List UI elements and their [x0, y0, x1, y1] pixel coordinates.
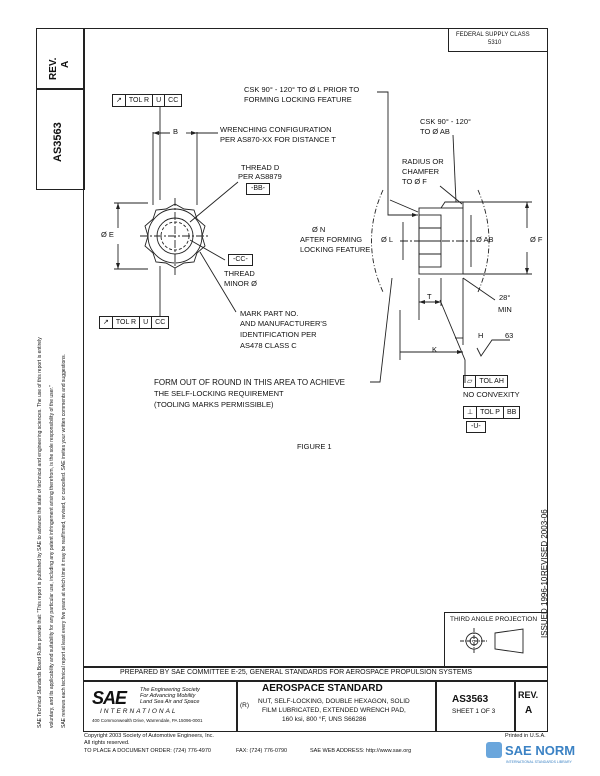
- web-address: SAE WEB ADDRESS: http://www.sae.org: [310, 748, 412, 754]
- figure-caption: FIGURE 1: [297, 442, 332, 451]
- fcf-tol: TOL R: [113, 317, 141, 328]
- radius-note-2: CHAMFER: [402, 167, 440, 176]
- supply-class-box: [448, 28, 548, 52]
- wrench-note-2: PER AS870-XX FOR DISTANCE T: [220, 135, 337, 144]
- aerospace-standard: AEROSPACE STANDARD: [262, 683, 383, 694]
- mark-note-3: IDENTIFICATION PER: [240, 330, 317, 339]
- rev-cell: [514, 680, 548, 732]
- side-number-box: [36, 88, 85, 190]
- form-note-1: FORM OUT OF ROUND IN THIS AREA TO ACHIEV…: [154, 378, 345, 387]
- fcf-datum-u: U: [140, 317, 153, 328]
- datum-u: -U-: [466, 421, 486, 433]
- mark-note-4: AS478 CLASS C: [240, 341, 297, 350]
- doc-number: AS3563: [452, 694, 489, 705]
- datum-bb: -BB-: [246, 183, 270, 195]
- csk-ab-2: TO Ø AB: [420, 127, 450, 136]
- csk-note-1: CSK 90° - 120° TO Ø L PRIOR TO: [244, 85, 360, 94]
- dim-k: K: [432, 345, 438, 354]
- revised-stamp: REVISED 2003-06: [540, 509, 549, 576]
- fcf-runout-top: ↗ TOL R U CC: [112, 94, 183, 107]
- sae-norm-logo-icon: [486, 742, 502, 758]
- fcf-symbol: ↗: [100, 317, 113, 328]
- sae-norm-watermark: SAE NORM: [486, 742, 575, 758]
- surface-finish: 63: [505, 331, 514, 340]
- title-line-2: FILM LUBRICATED, EXTENDED WRENCH PAD,: [262, 707, 406, 714]
- angle-value: 28°: [499, 293, 511, 302]
- fcf-tol: TOL R: [126, 95, 154, 106]
- drawing-frame: [83, 28, 548, 668]
- fax: FAX: (724) 776-0790: [236, 748, 288, 754]
- fcf-tol-ah: TOL AH: [479, 378, 504, 385]
- sae-norm-subtext: INTERNATIONAL STANDARDS LIBRARY: [506, 760, 572, 764]
- thread-d-1: THREAD D: [241, 163, 280, 172]
- wrench-note-1: WRENCHING CONFIGURATION: [220, 125, 332, 134]
- sae-norm-text: SAE NORM: [505, 742, 576, 758]
- dim-f: Ø F: [530, 235, 543, 244]
- sae-logo: SAE: [92, 688, 127, 708]
- supply-class-value: 5310: [488, 40, 502, 46]
- supply-class-label: FEDERAL SUPPLY CLASS: [456, 32, 530, 38]
- no-convexity: NO CONVEXITY: [463, 390, 520, 399]
- dim-n-2: AFTER FORMING: [300, 235, 363, 244]
- fcf-flatness: ▱ TOL AH: [463, 375, 508, 388]
- side-rev-box: [36, 28, 85, 90]
- fcf-tol-p: TOL P: [477, 407, 504, 418]
- sae-address: 400 Commonwealth Drive, Warrendale, PA 1…: [92, 718, 203, 723]
- fcf-datum-u: U: [153, 95, 166, 106]
- dim-l: Ø L: [381, 235, 394, 244]
- order-phone: TO PLACE A DOCUMENT ORDER: (724) 776-497…: [84, 748, 211, 754]
- fcf-perpendicularity: ⊥ TOL P BB: [463, 406, 521, 419]
- printed-in: Printed in U.S.A.: [505, 733, 546, 739]
- sae-logo-cell: [83, 680, 238, 732]
- fcf-datum-cc: CC: [168, 97, 179, 104]
- thread-d-2: PER AS8879: [238, 172, 282, 181]
- angle-min: MIN: [498, 305, 512, 314]
- form-note-3: (TOOLING MARKS PERMISSIBLE): [154, 400, 274, 409]
- dim-h: H: [478, 331, 484, 340]
- title-line-1: NUT, SELF-LOCKING, DOUBLE HEXAGON, SOLID: [258, 698, 410, 705]
- dim-n-3: LOCKING FEATURE: [300, 245, 371, 254]
- dim-ab: Ø AB: [476, 235, 494, 244]
- dim-e: Ø E: [101, 230, 114, 239]
- sae-tagline-1: The Engineering Society: [140, 687, 200, 693]
- csk-ab-1: CSK 90° - 120°: [420, 117, 472, 126]
- flatness-icon: ▱: [464, 376, 477, 387]
- mark-note-1: MARK PART NO.: [240, 309, 299, 318]
- dim-b: B: [173, 127, 179, 136]
- csk-note-2: FORMING LOCKING FEATURE: [244, 95, 352, 104]
- copyright: Copyright 2003 Society of Automotive Eng…: [84, 733, 214, 739]
- sae-international: INTERNATIONAL: [100, 708, 178, 715]
- datum-cc: -CC-: [228, 254, 253, 266]
- rights: All rights reserved.: [84, 740, 130, 746]
- fcf-symbol: ↗: [113, 95, 126, 106]
- fcf-datum-bb: BB: [506, 409, 517, 416]
- projection-cone: [494, 628, 524, 654]
- radius-note-3: TO Ø F: [402, 177, 427, 186]
- sheet-number: SHEET 1 OF 3: [452, 708, 496, 715]
- mark-note-2: AND MANUFACTURER'S: [240, 319, 327, 328]
- projection-box: [444, 612, 548, 668]
- thread-minor-1: THREAD: [224, 269, 255, 278]
- rev-label: REV.: [518, 690, 539, 700]
- perpendicular-icon: ⊥: [464, 407, 478, 418]
- fcf-runout-bottom: ↗ TOL R U CC: [99, 316, 170, 329]
- fcf-datum-cc: CC: [155, 319, 166, 326]
- revised-mark: (R): [240, 702, 250, 709]
- projection-label: THIRD ANGLE PROJECTION: [450, 616, 538, 623]
- sae-tagline-2: For Advancing Mobility: [140, 693, 196, 699]
- sae-tagline-3: Land Sea Air and Space: [140, 699, 200, 705]
- number-cell: [435, 680, 516, 732]
- radius-note-1: RADIUS OR: [402, 157, 444, 166]
- dim-n-1: Ø N: [312, 225, 326, 234]
- rev-value: A: [525, 705, 533, 716]
- title-line-3: 160 ksi, 800 °F, UNS S66286: [282, 716, 367, 723]
- title-cell: [236, 680, 437, 732]
- prepared-by: PREPARED BY SAE COMMITTEE E-25, GENERAL …: [120, 669, 473, 676]
- thread-minor-2: MINOR Ø: [224, 279, 257, 288]
- dim-t: T: [427, 292, 432, 301]
- form-note-2: THE SELF-LOCKING REQUIREMENT: [154, 389, 284, 398]
- prepared-bar: [83, 666, 548, 682]
